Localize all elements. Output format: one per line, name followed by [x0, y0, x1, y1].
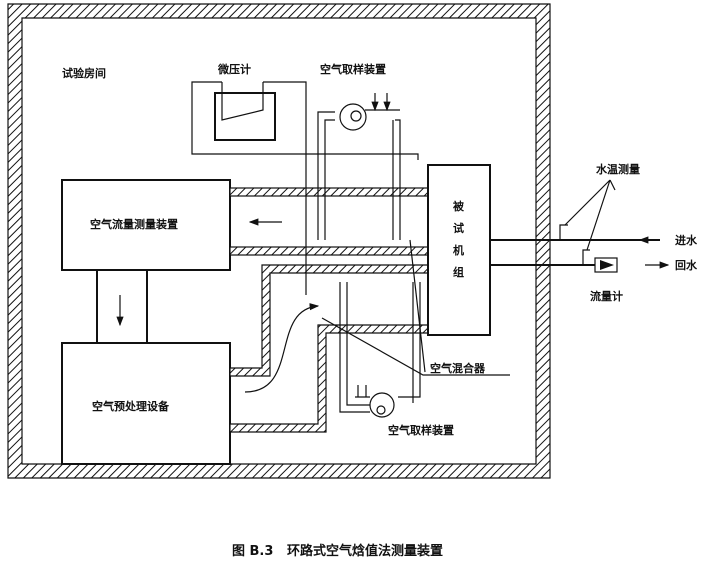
flow-meter-label: 流量计	[590, 289, 623, 303]
flow-measure-label: 空气流量测量装置	[90, 217, 178, 231]
room-label: 试验房间	[62, 66, 106, 80]
flow-meter	[594, 257, 618, 273]
micromanometer-device	[191, 81, 419, 295]
lower-duct	[229, 264, 429, 433]
bottom-sampler-label: 空气取样装置	[388, 423, 454, 437]
top-sampler-label: 空气取样装置	[320, 62, 386, 76]
unit-label-2: 试	[453, 221, 464, 235]
mixer-leader-line-2	[409, 239, 426, 373]
figure-caption: 图 B.3 环路式空气焓值法测量装置	[232, 543, 443, 559]
water-out-label: 回水	[675, 258, 698, 272]
bottom-air-sampler	[339, 282, 421, 418]
micromanometer-label: 微压计	[217, 62, 251, 76]
water-in-label: 进水	[675, 233, 698, 247]
unit-label-1: 被	[453, 199, 465, 213]
preprocess-label: 空气预处理设备	[92, 399, 170, 413]
water-temp-label: 水温测量	[596, 162, 640, 176]
water-pipes	[490, 179, 670, 273]
upper-duct	[229, 187, 429, 256]
unit-under-test-box	[427, 164, 491, 336]
unit-label-3: 机	[453, 243, 464, 257]
test-room-wall	[7, 3, 551, 479]
connecting-duct	[96, 270, 148, 343]
unit-label-4: 组	[453, 265, 464, 279]
mixer-leader-line	[321, 317, 510, 376]
top-air-sampler	[317, 93, 401, 240]
mixer-label: 空气混合器	[430, 361, 486, 375]
air-preprocessing-box	[61, 342, 231, 465]
